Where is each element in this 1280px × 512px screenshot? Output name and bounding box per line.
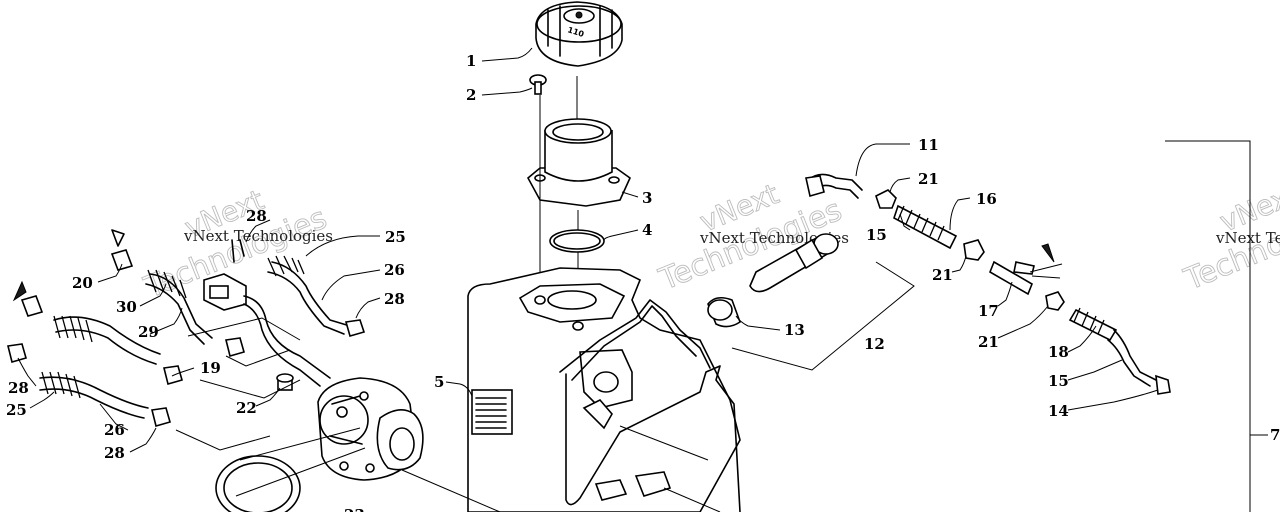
callout-25-upper: 25 [385,228,406,246]
callout-20: 20 [72,274,93,292]
callout-16: 16 [976,190,997,208]
callout-26-lower: 26 [104,421,125,439]
hose-lower-26 [39,371,149,419]
callout-13: 13 [784,321,805,339]
tee-fitting-17 [989,243,1063,296]
callout-labels: 1 2 3 4 5 7 11 12 13 14 15 15 16 17 18 1… [6,52,1280,512]
filler-neck [526,118,632,207]
fuel-pump-assembly [215,377,501,512]
fuel-line-11 [805,173,863,199]
callout-26-upper: 26 [384,261,405,279]
leader-lines [17,47,1159,453]
hose-29 [110,249,213,345]
callout-2: 2 [466,86,476,104]
callout-21-mid: 21 [932,266,953,284]
callout-23: 23 [344,506,365,512]
callout-29: 29 [138,323,159,341]
callout-19: 19 [200,359,221,377]
assembly-bracket-7 [1165,140,1268,512]
callout-11: 11 [918,136,939,154]
nut-21-lower [1045,291,1065,311]
callout-21-upper: 21 [918,170,939,188]
bracket-12 [731,261,915,371]
callout-1: 1 [466,52,476,70]
nut-21-mid [963,239,985,261]
hose-upper-26 [267,255,366,337]
fuel-sender [749,233,839,293]
hose-18-15 [1068,307,1171,395]
callout-12: 12 [864,335,885,353]
flow-lines-left [175,317,301,451]
nut-21-upper [875,189,897,209]
callout-28-right: 28 [384,290,405,308]
cap-screw [529,74,547,95]
callout-28-bottom: 28 [104,444,125,462]
grommet-13 [707,296,741,328]
callout-22: 22 [236,399,257,417]
arrow-markers-left [12,229,125,302]
callout-17: 17 [978,302,999,320]
o-ring [549,229,605,253]
hose-30 [20,295,161,365]
callout-18: 18 [1048,343,1069,361]
callout-7: 7 [1270,426,1280,444]
hose-16 [893,204,958,250]
fuel-cap: 110 [535,1,623,67]
callout-4: 4 [642,221,652,239]
callout-28-left: 28 [8,379,29,397]
watermark-right: vNext Technologies vNext Technologies [1179,177,1280,298]
fuel-tank [467,267,741,512]
svg-text:vNext Technologies: vNext Technologies [183,227,333,245]
callout-15-upper: 15 [866,226,887,244]
callout-30: 30 [116,298,137,316]
callout-5: 5 [434,373,444,391]
callout-28-top: 28 [246,207,267,225]
callout-3: 3 [642,189,652,207]
electrical-connector [203,239,331,391]
callout-25-lower: 25 [6,401,27,419]
callout-14: 14 [1048,402,1069,420]
callout-15-lower: 15 [1048,372,1069,390]
callout-21-lower: 21 [978,333,999,351]
svg-text:vNext Technologies: vNext Technologies [1215,229,1280,247]
